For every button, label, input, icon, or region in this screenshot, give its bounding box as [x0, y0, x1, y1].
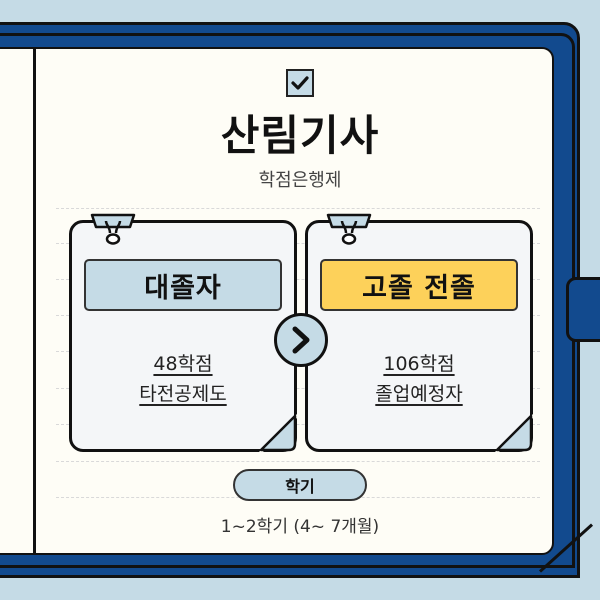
page-fold-icon [259, 414, 297, 452]
semester-detail: 1~2학기 (4~ 7개월) [220, 517, 380, 537]
card-highschool-graduate: 고졸 전졸 106학점 졸업예정자 [305, 213, 533, 452]
semester-pill: 학기 [233, 469, 367, 501]
ruled-line [56, 388, 540, 389]
binder-clip-icon [326, 213, 372, 245]
card-condition: 졸업예정자 [375, 383, 463, 405]
binder-side-tab [566, 277, 600, 342]
card-label: 대졸자 [84, 259, 282, 311]
card-credits: 48학점 [153, 353, 213, 375]
ruled-line [56, 279, 540, 280]
binder-clip-icon [90, 213, 136, 245]
chevron-right-icon [292, 326, 310, 354]
card-credits: 106학점 [383, 353, 455, 375]
ruled-line [56, 424, 540, 425]
card-college-graduate: 대졸자 48학점 타전공제도 [69, 213, 297, 452]
next-arrow-button [274, 313, 328, 367]
page-fold-icon [495, 414, 533, 452]
page-title: 산림기사 [220, 111, 380, 160]
card-condition: 타전공제도 [139, 383, 227, 405]
card-label: 고졸 전졸 [320, 259, 518, 311]
ruled-line [56, 461, 540, 462]
ruled-line [56, 208, 540, 209]
page-subtitle: 학점은행제 [258, 170, 342, 191]
ruled-line [56, 243, 540, 244]
paper-margin-line [33, 47, 36, 555]
checkbox-checked-icon [286, 69, 314, 97]
